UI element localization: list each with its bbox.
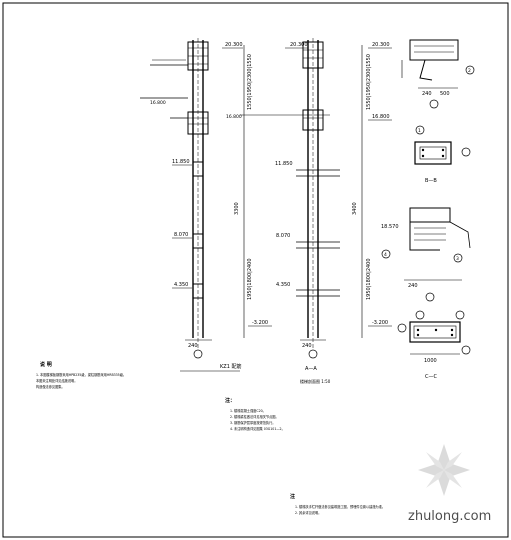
circle-1: 1: [418, 128, 421, 134]
elev-11850-a: 11.850: [172, 159, 190, 165]
circle-2: 2: [468, 68, 471, 74]
dim-240-1: 240: [188, 343, 198, 349]
vertical-dim-text-4: 1950|1800|2400: [366, 258, 372, 300]
section-b-title: B—B: [425, 178, 437, 184]
notes-bottom-line-2: 2. 其余详见说明。: [295, 510, 321, 515]
kz1-title: KZ1 配筋: [220, 363, 241, 370]
notes-bottom-title: 注: [290, 493, 295, 500]
elev-bot-1: -3.200: [252, 320, 268, 326]
elev-1-8570: 18.570: [381, 224, 399, 230]
elev-8070-a: 8.070: [174, 232, 188, 238]
elev-8070-b: 8.070: [276, 233, 290, 239]
notes-center: 注： 1. 楼梯混凝土强度C20。 2. 楼梯梁柱做法详见相关节点图。 3. 钢…: [225, 397, 285, 431]
notes-left: 说 明 1. 本图楼梯板钢筋采用HPB235级，梁柱钢筋采用HRB335级。 本…: [36, 361, 126, 389]
section-a-elevation: 11.850 8.070 4.350 240 A—A 楼梯剖面图 1:50: [275, 38, 340, 384]
section-c-title: C—C: [425, 374, 437, 380]
notes-center-line-3: 3. 钢筋保护层厚度按规范执行。: [230, 420, 276, 425]
notes-center-line-4: 4. 未注明构造详见图集 03G101—2。: [230, 426, 285, 431]
notes-center-line-1: 1. 楼梯混凝土强度C20。: [230, 408, 266, 413]
notes-left-line-1: 1. 本图楼梯板钢筋采用HPB235级，梁柱钢筋采用HRB335级。: [36, 372, 126, 377]
watermark-logo: [418, 444, 470, 496]
elev-11850-b: 11.850: [275, 161, 293, 167]
detail-section-c: 1000 C—C: [397, 310, 471, 380]
kz1-elevation: 11.850 8.070 4.350 16.800 240 KZ1 配筋: [140, 38, 241, 372]
vertical-dim-text-3: 1550|1950|2300|1550: [366, 54, 372, 110]
elev-top-3: 20.300: [372, 42, 390, 48]
vertical-dim-text-2: 1950|1800|2400: [247, 258, 253, 300]
notes-center-line-2: 2. 楼梯梁柱做法详见相关节点图。: [230, 414, 279, 419]
circle-3: 3: [456, 256, 459, 262]
vertical-dim-text-1: 1550|1950|2300|1550: [247, 54, 253, 110]
elev-4350-b: 4.350: [276, 282, 290, 288]
elev-mid-right: 16.800: [372, 114, 390, 120]
notes-bottom-line-1: 1. 楼梯扶手栏杆做法参见建筑施工图，预埋件位置以建施为准。: [295, 504, 385, 509]
dim-240-2: 240: [302, 343, 312, 349]
circle-4: 4: [384, 252, 387, 258]
notes-left-title: 说 明: [40, 361, 52, 368]
detail-top-right: 240 500 2: [401, 39, 475, 109]
vertical-dim-2: 1550|1950|2300|1550 1950|1800|2400 3400: [352, 45, 372, 338]
notes-left-line-2: 本图未注明处详见结施说明。: [36, 378, 77, 383]
dim-1000: 1000: [424, 358, 437, 364]
elev-top-1: 20.300: [225, 42, 243, 48]
dim-240-3: 240: [422, 91, 432, 97]
dim-500: 500: [440, 91, 450, 97]
section-a-title: A—A: [305, 366, 317, 372]
notes-bottom: 注 1. 楼梯扶手栏杆做法参见建筑施工图，预埋件位置以建施为准。 2. 其余详见…: [290, 493, 385, 515]
dim-3300: 3300: [234, 202, 240, 215]
detail-middle-right: 18.570 4 3 240: [381, 207, 471, 302]
notes-center-title: 注：: [225, 397, 235, 404]
elev-4350-a: 4.350: [174, 282, 188, 288]
elev-top-2: 20.300: [290, 42, 308, 48]
detail-section-b: 1 B—B: [414, 125, 471, 184]
elev-mid-center: 16.800: [226, 114, 242, 120]
notes-left-line-3: 构造做法参见图集。: [36, 384, 65, 389]
dim-240-4: 240: [408, 283, 418, 289]
section-a-subtitle: 楼梯剖面图 1:50: [300, 378, 331, 384]
dim-3400: 3400: [352, 202, 358, 215]
elev-mid-left: 16.800: [150, 100, 166, 106]
watermark-text: zhulong.com: [408, 509, 491, 524]
elev-bot-2: -3.200: [372, 320, 388, 326]
vertical-dim-1: 1550|1950|2300|1550 1950|1800|2400 3300: [234, 45, 253, 338]
